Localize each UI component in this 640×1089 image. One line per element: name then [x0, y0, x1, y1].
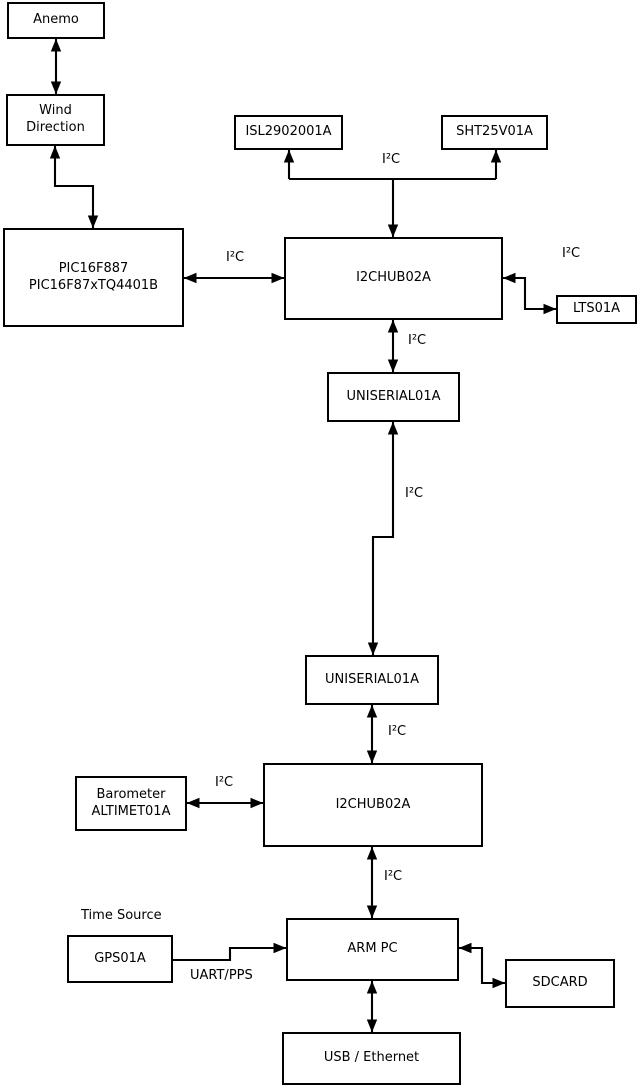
node-sdcard-label: SDCARD	[532, 975, 588, 991]
node-arm-pc: ARM PC	[286, 918, 459, 981]
node-uniserial01a-2-label: UNISERIAL01A	[325, 671, 419, 687]
node-lts01a: LTS01A	[556, 295, 637, 324]
edge-gps-armpc	[173, 942, 287, 962]
node-i2chub02a-2: I2CHUB02A	[263, 763, 483, 847]
edge-uniserial1-uniserial2	[367, 421, 399, 656]
edge-winddirection-pic	[49, 145, 99, 229]
edge-armpc-sdcard	[458, 942, 506, 989]
edge-label-i2c-barometer-hub2: I²C	[215, 775, 234, 790]
node-uniserial01a-1-label: UNISERIAL01A	[346, 388, 441, 404]
node-sdcard: SDCARD	[505, 959, 615, 1008]
node-anemo: Anemo	[7, 2, 105, 39]
node-pic16f887-label: PIC16F887 PIC16F87xTQ4401B	[28, 260, 159, 293]
node-usb-ethernet: USB / Ethernet	[282, 1032, 461, 1085]
node-gps01a-label: GPS01A	[94, 950, 146, 966]
node-arm-pc-label: ARM PC	[347, 941, 398, 957]
node-sht25v01a: SHT25V01A	[441, 115, 548, 150]
node-uniserial01a-2: UNISERIAL01A	[305, 655, 439, 705]
edge-label-i2c-pic-hub1: I²C	[226, 250, 245, 265]
node-gps01a: GPS01A	[67, 935, 173, 983]
node-usb-ethernet-label: USB / Ethernet	[323, 1050, 420, 1066]
edge-label-i2c-uniserial-link: I²C	[405, 486, 424, 501]
node-i2chub02a-1: I2CHUB02A	[284, 237, 503, 320]
node-uniserial01a-1: UNISERIAL01A	[327, 372, 460, 422]
node-pic16f887: PIC16F887 PIC16F87xTQ4401B	[3, 228, 184, 327]
node-wind-direction-label: Wind Direction	[26, 103, 85, 135]
edge-label-uart-pps: UART/PPS	[190, 968, 253, 983]
node-lts01a-label: LTS01A	[572, 301, 621, 317]
node-i2chub02a-2-label: I2CHUB02A	[335, 796, 411, 812]
edge-i2chub1-lts	[502, 272, 557, 315]
edge-label-i2c-hub1-lts: I²C	[562, 246, 581, 261]
edge-label-i2c-bus-top: I²C	[382, 152, 401, 167]
node-isl2902001a: ISL2902001A	[234, 115, 343, 150]
node-isl2902001a-label: ISL2902001A	[245, 124, 332, 140]
node-anemo-label: Anemo	[33, 12, 79, 28]
node-sht25v01a-label: SHT25V01A	[456, 124, 533, 140]
edge-label-i2c-hub2-armpc: I²C	[384, 869, 403, 884]
node-i2chub02a-1-label: I2CHUB02A	[356, 270, 431, 286]
edge-label-time-source: Time Source	[81, 908, 162, 923]
node-barometer-altimet01a-label: Barometer ALTIMET01A	[91, 786, 171, 819]
edge-label-i2c-hub1-uniserial1: I²C	[408, 333, 427, 348]
node-barometer-altimet01a: Barometer ALTIMET01A	[75, 776, 187, 831]
node-wind-direction: Wind Direction	[6, 94, 105, 146]
edge-label-i2c-uniserial2-hub2: I²C	[388, 724, 407, 739]
